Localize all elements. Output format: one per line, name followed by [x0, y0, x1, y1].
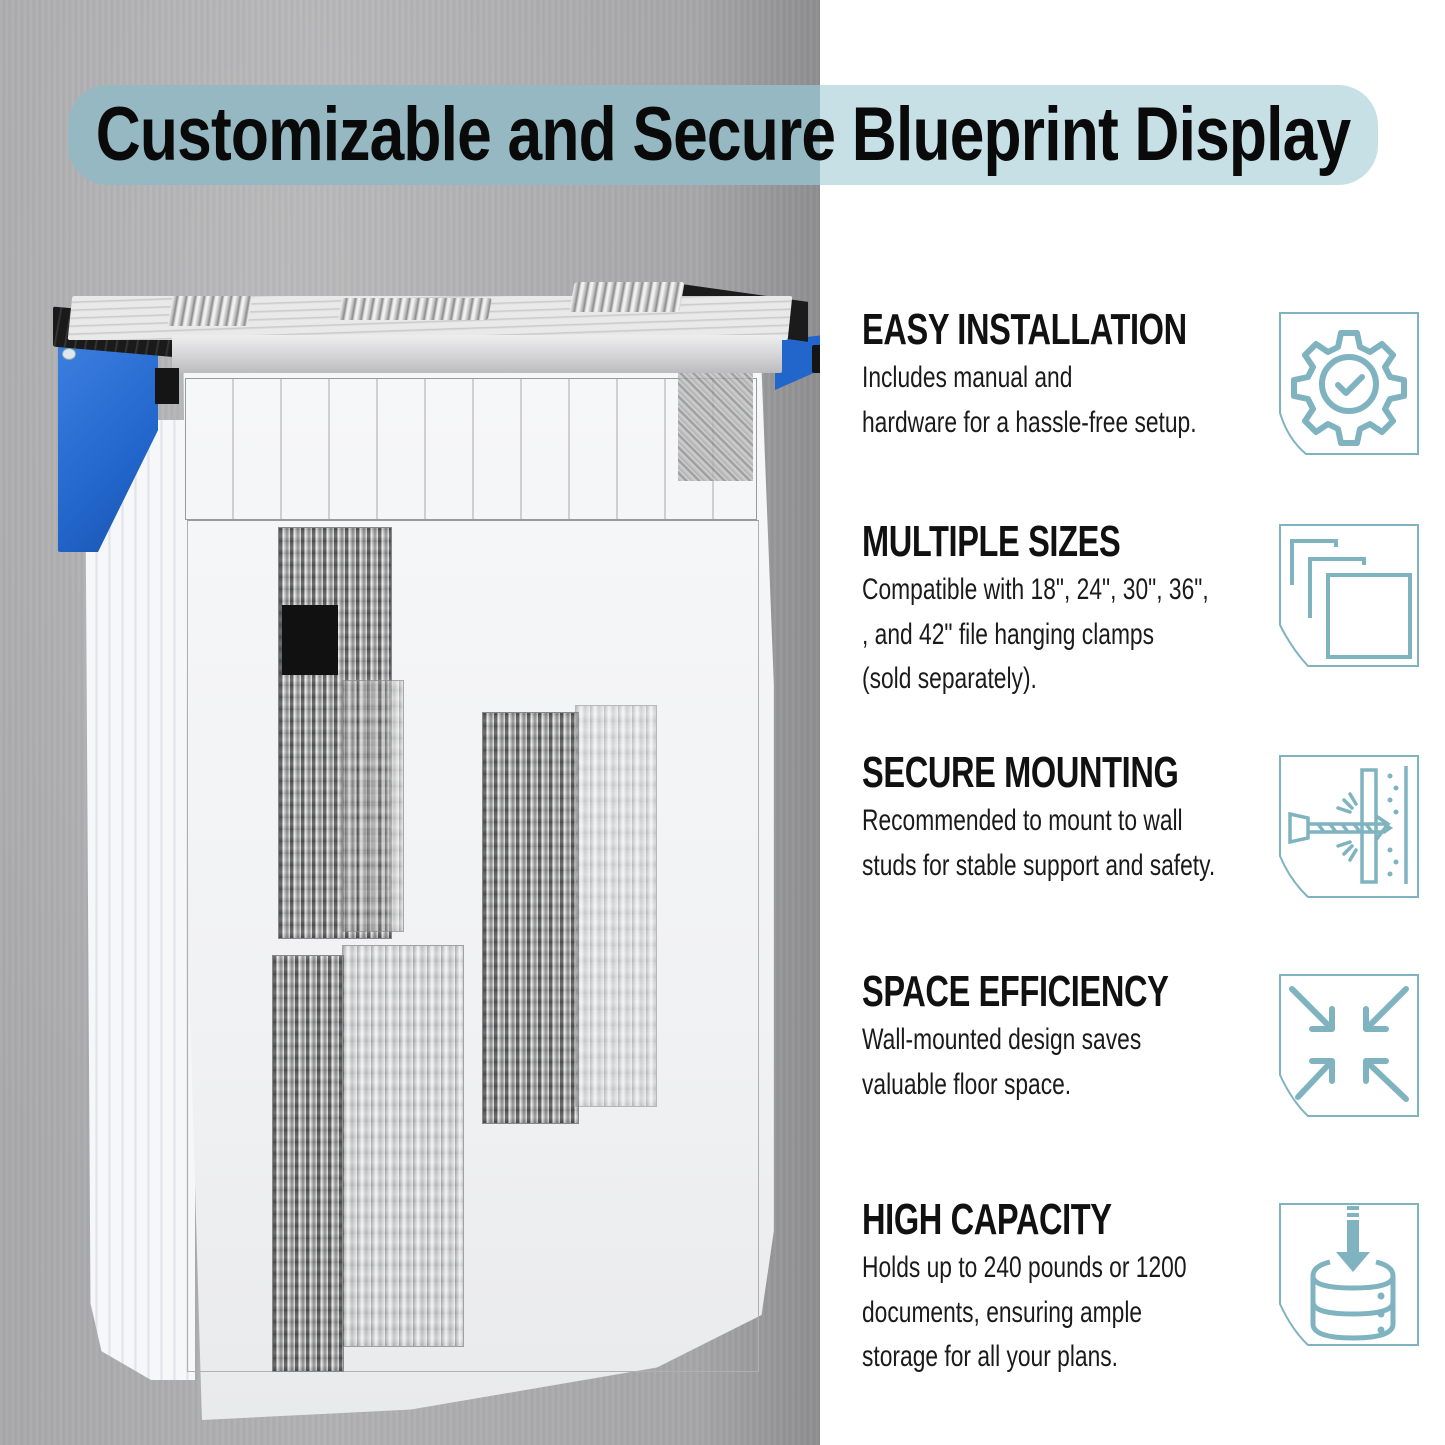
feature-desc-line: (sold separately). — [862, 662, 1037, 695]
feature-desc-line: Wall-mounted design saves — [862, 1023, 1142, 1056]
feature-description: Holds up to 240 pounds or 1200 documents… — [862, 1246, 1187, 1380]
blueprint-render-3 — [272, 955, 344, 1372]
title-banner: Customizable and Secure Blueprint Displa… — [68, 85, 1378, 185]
feature-title: EASY INSTALLATION — [862, 305, 1187, 354]
feature-desc-line: studs for stable support and safety. — [862, 848, 1216, 882]
feature-title: MULTIPLE SIZES — [862, 517, 1121, 566]
feature-secure-mounting: SECURE MOUNTING Recommended to mount to … — [862, 749, 1282, 888]
feature-description: Recommended to mount to wall studs for s… — [862, 799, 1216, 888]
clamp-hooks-middle — [338, 298, 492, 320]
blueprint-render-2 — [482, 712, 579, 1124]
feature-description: Includes manual and hardware for a hassl… — [862, 356, 1197, 445]
feature-desc-line: Compatible with 18", 24", 30", 36", — [862, 573, 1209, 606]
blueprint-render-2-grid — [575, 705, 657, 1107]
stacked-sheets-icon — [1278, 523, 1420, 668]
feature-space-efficiency: SPACE EFFICIENCY Wall-mounted design sav… — [862, 968, 1282, 1107]
drill-wall-icon — [1278, 754, 1420, 899]
feature-description: Compatible with 18", 24", 30", 36", , an… — [862, 568, 1209, 702]
blueprint-render-1 — [278, 527, 392, 939]
feature-desc-line: documents, ensuring ample — [862, 1295, 1143, 1329]
feature-desc-line: Includes manual and — [862, 361, 1073, 394]
right-bracket-cap — [812, 345, 820, 373]
feature-easy-installation: EASY INSTALLATION Includes manual and ha… — [862, 306, 1282, 445]
feature-desc-line: Holds up to 240 pounds or 1200 — [862, 1251, 1187, 1284]
clamp-hooks-right — [569, 282, 685, 312]
product-photo — [0, 0, 820, 1445]
feature-high-capacity: HIGH CAPACITY Holds up to 240 pounds or … — [862, 1196, 1282, 1380]
blueprint-sheet-frame — [187, 520, 759, 1372]
feature-title: HIGH CAPACITY — [862, 1195, 1112, 1244]
hanging-rail-front — [172, 335, 782, 373]
blueprint-title-block — [185, 378, 757, 520]
clamp-hooks-left — [167, 296, 253, 326]
feature-desc-line: hardware for a hassle-free setup. — [862, 405, 1197, 439]
feature-desc-line: valuable floor space. — [862, 1067, 1072, 1101]
gear-check-icon — [1278, 311, 1420, 456]
feature-title: SPACE EFFICIENCY — [862, 967, 1169, 1016]
feature-desc-line: Recommended to mount to wall — [862, 804, 1183, 837]
feature-desc-line: , and 42" file hanging clamps — [862, 617, 1155, 651]
page-title: Customizable and Secure Blueprint Displa… — [95, 92, 1351, 177]
blueprint-site-map — [678, 373, 753, 481]
feature-description: Wall-mounted design saves valuable floor… — [862, 1018, 1181, 1107]
feature-title: SECURE MOUNTING — [862, 748, 1179, 797]
database-download-icon — [1278, 1202, 1420, 1347]
hanging-sheets-stack — [85, 420, 195, 1380]
blueprint-render-shadow — [282, 605, 338, 675]
blueprint-render-3-facade — [342, 945, 464, 1347]
blueprint-render-stairs — [342, 680, 404, 932]
feature-desc-line: storage for all your plans. — [862, 1340, 1119, 1373]
rail-clip — [155, 368, 179, 404]
feature-multiple-sizes: MULTIPLE SIZES Compatible with 18", 24",… — [862, 518, 1282, 702]
bracket-logo-badge — [62, 348, 76, 360]
compress-arrows-icon — [1278, 973, 1420, 1118]
